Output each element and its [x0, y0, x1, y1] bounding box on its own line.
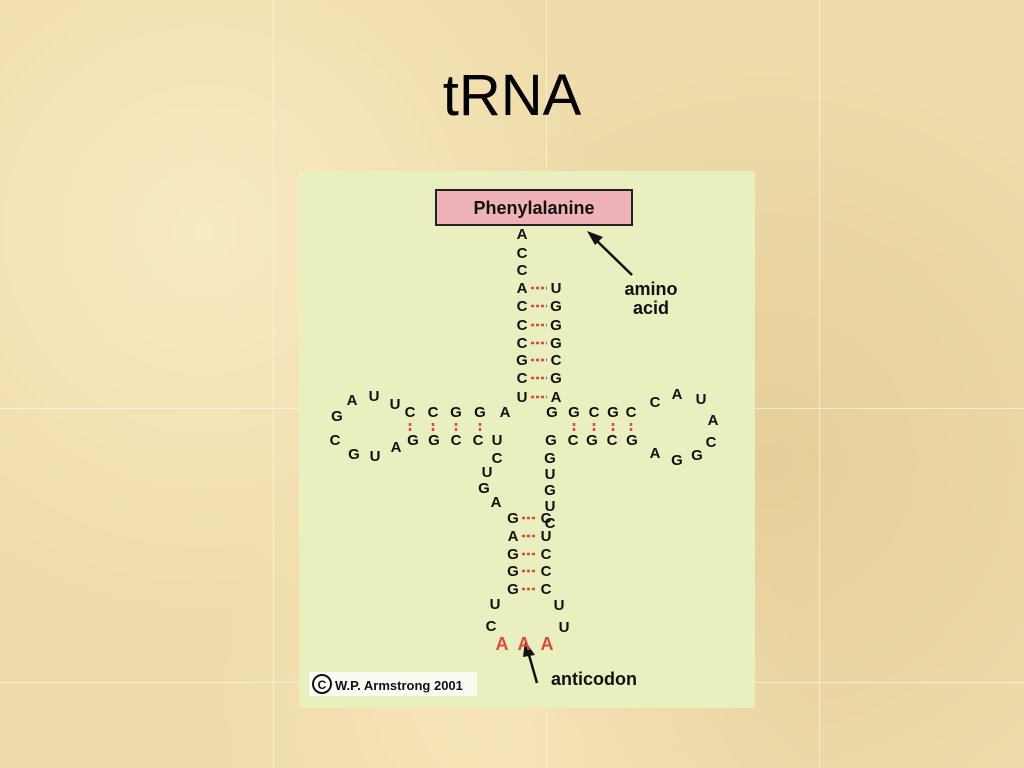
d-arm-nucleotide: G [474, 404, 486, 421]
connector-nucleotide: C [545, 515, 556, 532]
t-loop-nucleotide: G [691, 447, 703, 464]
amino-acid-name: Phenylalanine [473, 198, 594, 218]
acceptor-stem-nucleotide: C [517, 245, 528, 262]
anticodon-nucleotide: A [496, 634, 509, 654]
anticodon-loop-nucleotide: U [559, 619, 570, 636]
t-loop-nucleotide: C [650, 394, 661, 411]
anticodon-nucleotide: A [518, 634, 531, 654]
d-arm-nucleotide: C [451, 432, 462, 449]
t-arm-nucleotide: C [568, 432, 579, 449]
t-loop-nucleotide: A [708, 412, 719, 429]
t-loop-nucleotide: A [672, 386, 683, 403]
connector-nucleotide: C [492, 450, 503, 467]
copyright-notice: C W.P. Armstrong 2001 [309, 672, 477, 696]
acceptor-stem-nucleotide: A [517, 280, 528, 297]
anticodon-label: anticodon [551, 669, 637, 689]
trna-diagram: Phenylalanine amino acid anticodon C W.P… [299, 171, 755, 708]
t-arm-nucleotide: G [607, 404, 619, 421]
copyright-symbol: C [318, 678, 327, 692]
d-loop-nucleotide: U [369, 388, 380, 405]
acceptor-stem-nucleotide: C [517, 262, 528, 279]
connector-nucleotide: G [544, 482, 556, 499]
anticodon-loop-nucleotide: U [554, 597, 565, 614]
anticodon-stem-nucleotide: G [507, 581, 519, 598]
acceptor-stem-nucleotide: G [550, 335, 562, 352]
acceptor-stem-nucleotide: C [517, 370, 528, 387]
acceptor-stem-nucleotide: A [551, 389, 562, 406]
acceptor-stem-nucleotide: C [517, 317, 528, 334]
t-arm-nucleotide: G [586, 432, 598, 449]
acceptor-stem-nucleotide: C [517, 298, 528, 315]
anticodon-stem-nucleotide: U [541, 528, 552, 545]
acceptor-stem-nucleotide: G [516, 352, 528, 369]
d-arm-nucleotide: C [473, 432, 484, 449]
d-arm-nucleotide: C [405, 404, 416, 421]
anticodon-stem-nucleotide: C [541, 581, 552, 598]
anticodon-stem-nucleotide: G [507, 546, 519, 563]
d-loop-nucleotide: C [330, 432, 341, 449]
copyright-text: W.P. Armstrong 2001 [335, 678, 463, 693]
amino-acid-arrow [587, 231, 633, 276]
anticodon-stem-nucleotide: G [507, 510, 519, 527]
acceptor-stem-nucleotide: C [551, 352, 562, 369]
d-arm-nucleotide: A [500, 404, 511, 421]
amino-label-line2: acid [633, 298, 669, 318]
t-loop-nucleotide: G [671, 452, 683, 469]
t-arm-nucleotide: G [626, 432, 638, 449]
d-arm-nucleotide: G [407, 432, 419, 449]
d-loop-nucleotide: G [331, 408, 343, 425]
t-arm-nucleotide: G [546, 404, 558, 421]
connector-nucleotide: U [482, 464, 493, 481]
base-pair-bonds [408, 286, 633, 591]
t-loop-nucleotide: A [650, 445, 661, 462]
anticodon-nucleotide: A [541, 634, 554, 654]
connector-nucleotide: G [478, 480, 490, 497]
d-loop-nucleotide: G [348, 446, 360, 463]
t-arm-nucleotide: G [568, 404, 580, 421]
amino-label-line1: amino [624, 279, 677, 299]
anticodon-stem-nucleotide: C [541, 546, 552, 563]
t-arm-nucleotide: C [607, 432, 618, 449]
anticodon-loop-nucleotide: C [486, 618, 497, 635]
d-loop-nucleotide: A [347, 392, 358, 409]
amino-acid-box: Phenylalanine [435, 189, 633, 226]
t-loop-nucleotide: C [706, 434, 717, 451]
d-loop-nucleotide: U [370, 448, 381, 465]
acceptor-stem-nucleotide: U [551, 280, 562, 297]
connector-nucleotide: G [544, 450, 556, 467]
t-arm-nucleotide: C [626, 404, 637, 421]
t-arm-nucleotide: C [589, 404, 600, 421]
anticodon-loop-nucleotide: U [490, 596, 501, 613]
d-loop-nucleotide: U [390, 396, 401, 413]
anticodon-stem-nucleotide: C [541, 510, 552, 527]
connector-nucleotide: A [491, 494, 502, 511]
slide-title: tRNA [442, 63, 582, 128]
acceptor-stem-nucleotide: G [550, 370, 562, 387]
t-arm-nucleotide: G [545, 432, 557, 449]
anticodon-arrow [523, 641, 539, 684]
d-arm-nucleotide: G [450, 404, 462, 421]
acceptor-stem-nucleotide: G [550, 317, 562, 334]
anticodon-stem-nucleotide: G [507, 563, 519, 580]
d-loop-nucleotide: A [391, 439, 402, 456]
anticodon-stem-nucleotide: A [508, 528, 519, 545]
acceptor-stem-nucleotide: U [517, 389, 528, 406]
d-arm-nucleotide: G [428, 432, 440, 449]
t-loop-nucleotide: U [696, 391, 707, 408]
d-arm-nucleotide: C [428, 404, 439, 421]
acceptor-stem-nucleotide: A [517, 226, 528, 243]
connector-nucleotide: U [545, 498, 556, 515]
acceptor-stem-nucleotide: G [550, 298, 562, 315]
acceptor-stem-nucleotide: C [517, 335, 528, 352]
anticodon-stem-nucleotide: C [541, 563, 552, 580]
connector-nucleotide: U [545, 466, 556, 483]
d-arm-nucleotide: U [492, 432, 503, 449]
